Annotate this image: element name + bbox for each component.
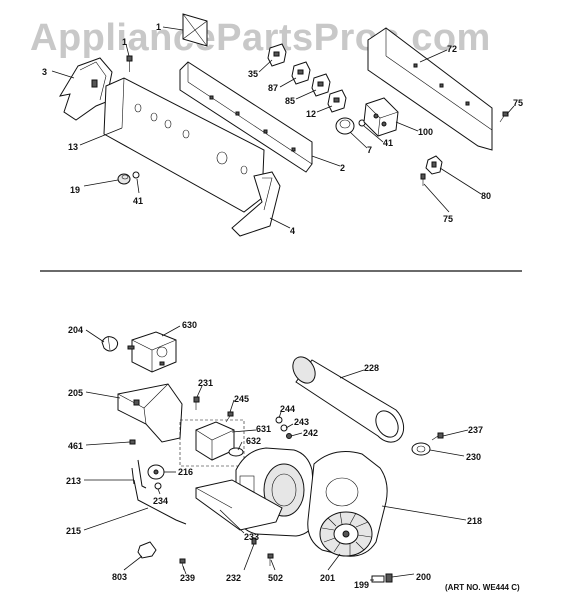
part-85-switch (311, 73, 331, 97)
part-199-bolt (371, 575, 385, 583)
callout-213: 213 (66, 476, 81, 486)
part-7-knob (335, 117, 355, 135)
callout-199: 199 (354, 580, 369, 590)
callout-234: 234 (153, 496, 168, 506)
callout-231: 231 (198, 378, 213, 388)
part-3-end-cap (58, 57, 113, 121)
part-4-end-cap (231, 171, 281, 237)
callout-242: 242 (303, 428, 318, 438)
callout-631: 631 (256, 424, 271, 434)
part-12-switch (327, 89, 347, 113)
part-75-screw-a (499, 111, 509, 123)
backsplash-section: 1 1 3 13 19 41 2 4 35 87 85 12 7 41 100 … (42, 13, 523, 237)
part-233-mount-plate (195, 479, 283, 531)
callout-200: 200 (416, 572, 431, 582)
callout-35: 35 (248, 69, 258, 79)
callout-72: 72 (447, 44, 457, 54)
callout-245: 245 (234, 394, 249, 404)
callout-7: 7 (367, 145, 372, 155)
callout-244: 244 (280, 404, 295, 414)
callout-630: 630 (182, 320, 197, 330)
callout-237: 237 (468, 425, 483, 435)
part-19-knob (117, 173, 131, 185)
part-80-clip (425, 155, 443, 175)
part-200-nut (385, 573, 393, 583)
callout-228: 228 (364, 363, 379, 373)
part-632-spring (228, 447, 244, 457)
part-201-blower-wheel (319, 511, 373, 557)
part-243-washer (280, 424, 288, 432)
part-803-plug (137, 541, 157, 559)
part-35-switch (267, 43, 287, 67)
part-100-timer (363, 97, 399, 137)
part-237-screw (431, 432, 444, 441)
callout-41-left: 41 (133, 196, 143, 206)
callout-2: 2 (340, 163, 345, 173)
callout-205: 205 (68, 388, 83, 398)
part-502-screw (267, 553, 274, 566)
callout-239: 239 (180, 573, 195, 583)
motor-section: 204 630 205 231 245 228 461 631 632 244 … (66, 320, 520, 592)
callout-85: 85 (285, 96, 295, 106)
callout-1: 1 (156, 22, 161, 32)
part-461-screw (129, 439, 136, 445)
callout-3: 3 (42, 67, 47, 77)
part-204-clip (101, 335, 119, 352)
part-245-screw (225, 411, 234, 423)
callout-80: 80 (481, 191, 491, 201)
callout-215: 215 (66, 526, 81, 536)
callout-218: 218 (467, 516, 482, 526)
part-213-spring (131, 459, 147, 489)
watermark-text: AppliancePartsPros.com (30, 17, 491, 59)
part-230-thermostat (411, 442, 431, 456)
art-number: (ART NO. WE444 C) (445, 583, 520, 592)
callout-1-screw: 1 (122, 37, 127, 47)
callout-13: 13 (68, 142, 78, 152)
part-75-screw-b (420, 173, 426, 186)
part-41-small-knob (132, 171, 140, 179)
part-72-rear-panel (367, 27, 493, 151)
part-631-motor-switch (179, 419, 245, 467)
callout-75-bottom: 75 (443, 214, 453, 224)
callout-75-top: 75 (513, 98, 523, 108)
callout-204: 204 (68, 325, 83, 335)
callout-461: 461 (68, 441, 83, 451)
callout-19: 19 (70, 185, 80, 195)
callout-87: 87 (268, 83, 278, 93)
part-234-washer (154, 482, 162, 490)
part-87-switch (291, 61, 311, 85)
part-242-clip (286, 433, 292, 439)
part-216-bracket (147, 464, 165, 480)
part-205-bracket (117, 383, 183, 443)
callout-232: 232 (226, 573, 241, 583)
part-228-duct (292, 356, 405, 443)
part-630-switch-block (127, 331, 177, 373)
callout-216: 216 (178, 467, 193, 477)
callout-233: 233 (244, 532, 259, 542)
callout-230: 230 (466, 452, 481, 462)
callout-201: 201 (320, 573, 335, 583)
part-215-rod (133, 479, 187, 525)
part-231-screw (193, 396, 200, 410)
callout-632: 632 (246, 436, 261, 446)
callout-100: 100 (418, 127, 433, 137)
callout-12: 12 (306, 109, 316, 119)
callout-502: 502 (268, 573, 283, 583)
callout-4: 4 (290, 226, 295, 236)
part-1-screw (126, 55, 133, 72)
callout-803: 803 (112, 572, 127, 582)
part-2-control-rail (179, 61, 313, 173)
part-1-label-card (182, 13, 208, 47)
callout-41-right: 41 (383, 138, 393, 148)
callout-243: 243 (294, 417, 309, 427)
